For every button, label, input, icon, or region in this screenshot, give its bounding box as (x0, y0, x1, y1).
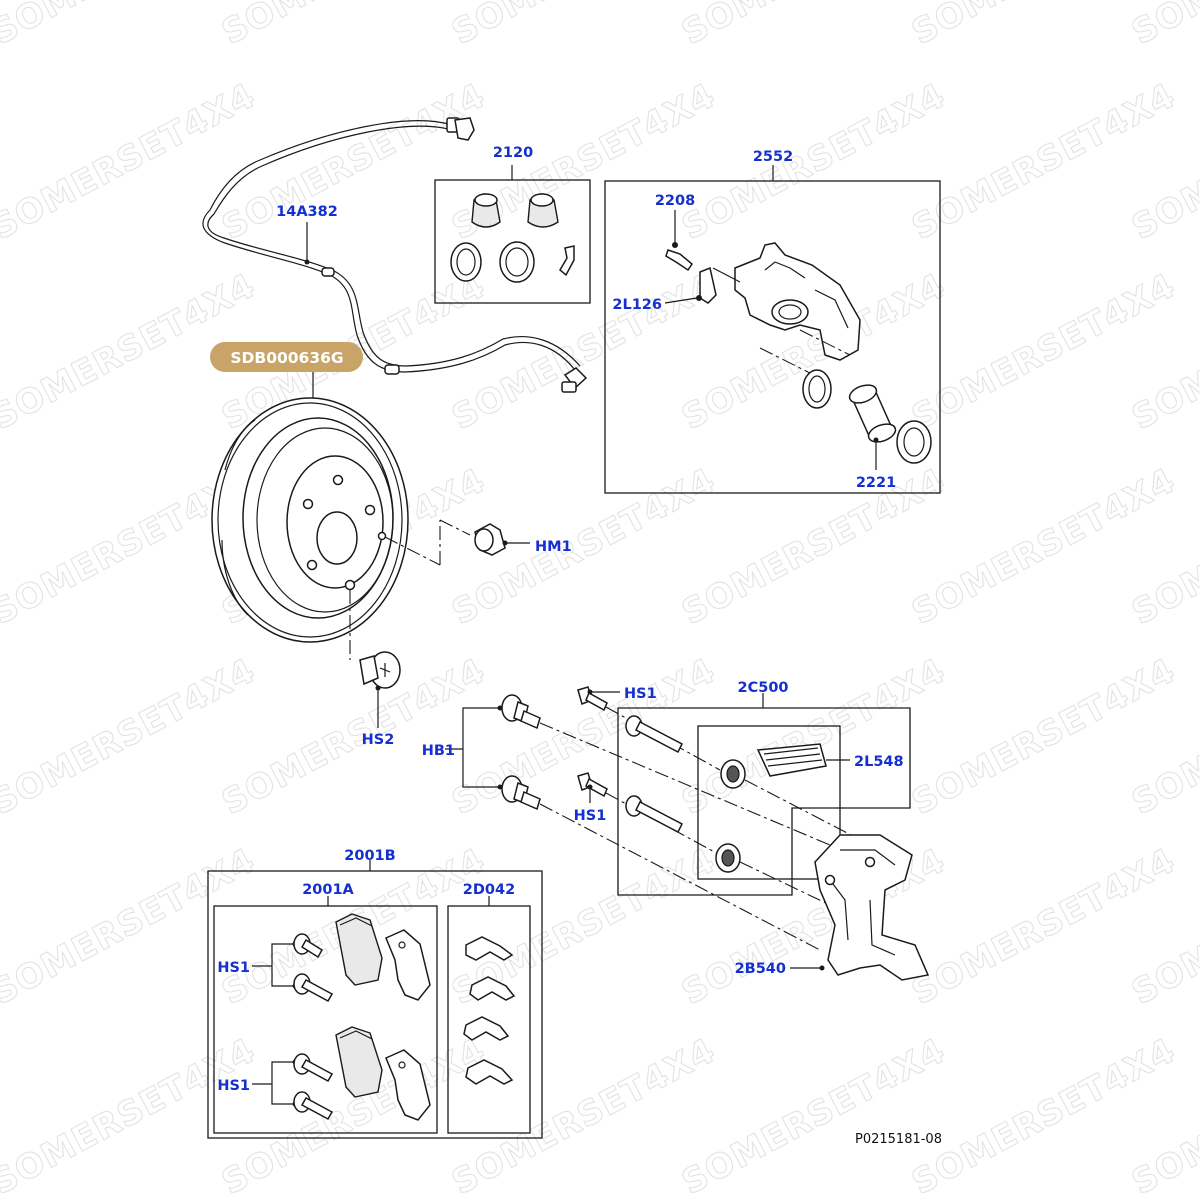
clip-icon (465, 1059, 514, 1085)
clip-icon (559, 245, 575, 277)
label-2c500: 2C500 (738, 680, 789, 696)
badge-background (210, 342, 363, 372)
pad-kit[interactable] (207, 860, 543, 1139)
boot-icon (896, 420, 932, 464)
label-2001b: 2001B (344, 848, 395, 864)
label-hm1: HM1 (535, 539, 572, 555)
seal-ring-icon (802, 369, 832, 409)
label-2208: 2208 (655, 193, 695, 209)
seal-ring-icon (450, 242, 482, 282)
diagram-reference: P0215181-08 (855, 1132, 942, 1147)
brake-disc[interactable] (211, 397, 471, 660)
label-hs1-pads-lower: HS1 (217, 1078, 250, 1094)
label-2001a: 2001A (302, 882, 354, 898)
brake-pad-icon (385, 929, 431, 1001)
caliper-carrier[interactable] (790, 834, 930, 981)
label-2221: 2221 (856, 475, 896, 491)
clip-icon (463, 1016, 510, 1041)
label-hs2: HS2 (362, 732, 395, 748)
seal-ring-icon (499, 241, 535, 283)
label-2b540: 2B540 (735, 961, 786, 977)
caliper-bolt-lower[interactable] (577, 772, 721, 856)
brake-pad-icon (335, 1026, 383, 1098)
label-hs1-upper: HS1 (624, 686, 657, 702)
guide-pin-kit[interactable] (617, 693, 911, 906)
disc-screw[interactable] (359, 651, 401, 728)
label-hs1-pads-upper: HS1 (217, 960, 250, 976)
clip-icon (465, 936, 514, 961)
cap-icon (699, 266, 717, 304)
seal-kit-group[interactable] (434, 165, 591, 304)
label-2d042: 2D042 (463, 882, 515, 898)
hub-plug[interactable] (474, 523, 530, 556)
label-hb1: HB1 (422, 743, 455, 759)
caliper-bolt-upper[interactable] (577, 686, 721, 771)
grease-sachet-icon (756, 743, 827, 777)
carrier-icon (814, 834, 930, 981)
caliper-assembly-group[interactable] (604, 165, 941, 494)
clip-icon (469, 976, 516, 1001)
label-hs1-lower: HS1 (574, 808, 607, 824)
watermark: SOMERSET4X4 (1125, 0, 1200, 53)
housing-bolts[interactable] (445, 694, 831, 951)
bleed-screw-icon (665, 249, 693, 272)
label-2120: 2120 (493, 145, 533, 161)
brake-pad-icon (335, 913, 383, 986)
label-2552: 2552 (753, 149, 793, 165)
badge-code: SDB000636G (230, 349, 343, 367)
label-2l548: 2L548 (854, 754, 904, 770)
brake-pad-icon (385, 1049, 431, 1121)
label-2l126: 2L126 (612, 297, 662, 313)
abs-sensor-wire[interactable] (202, 117, 588, 393)
label-14a382: 14A382 (276, 204, 338, 220)
